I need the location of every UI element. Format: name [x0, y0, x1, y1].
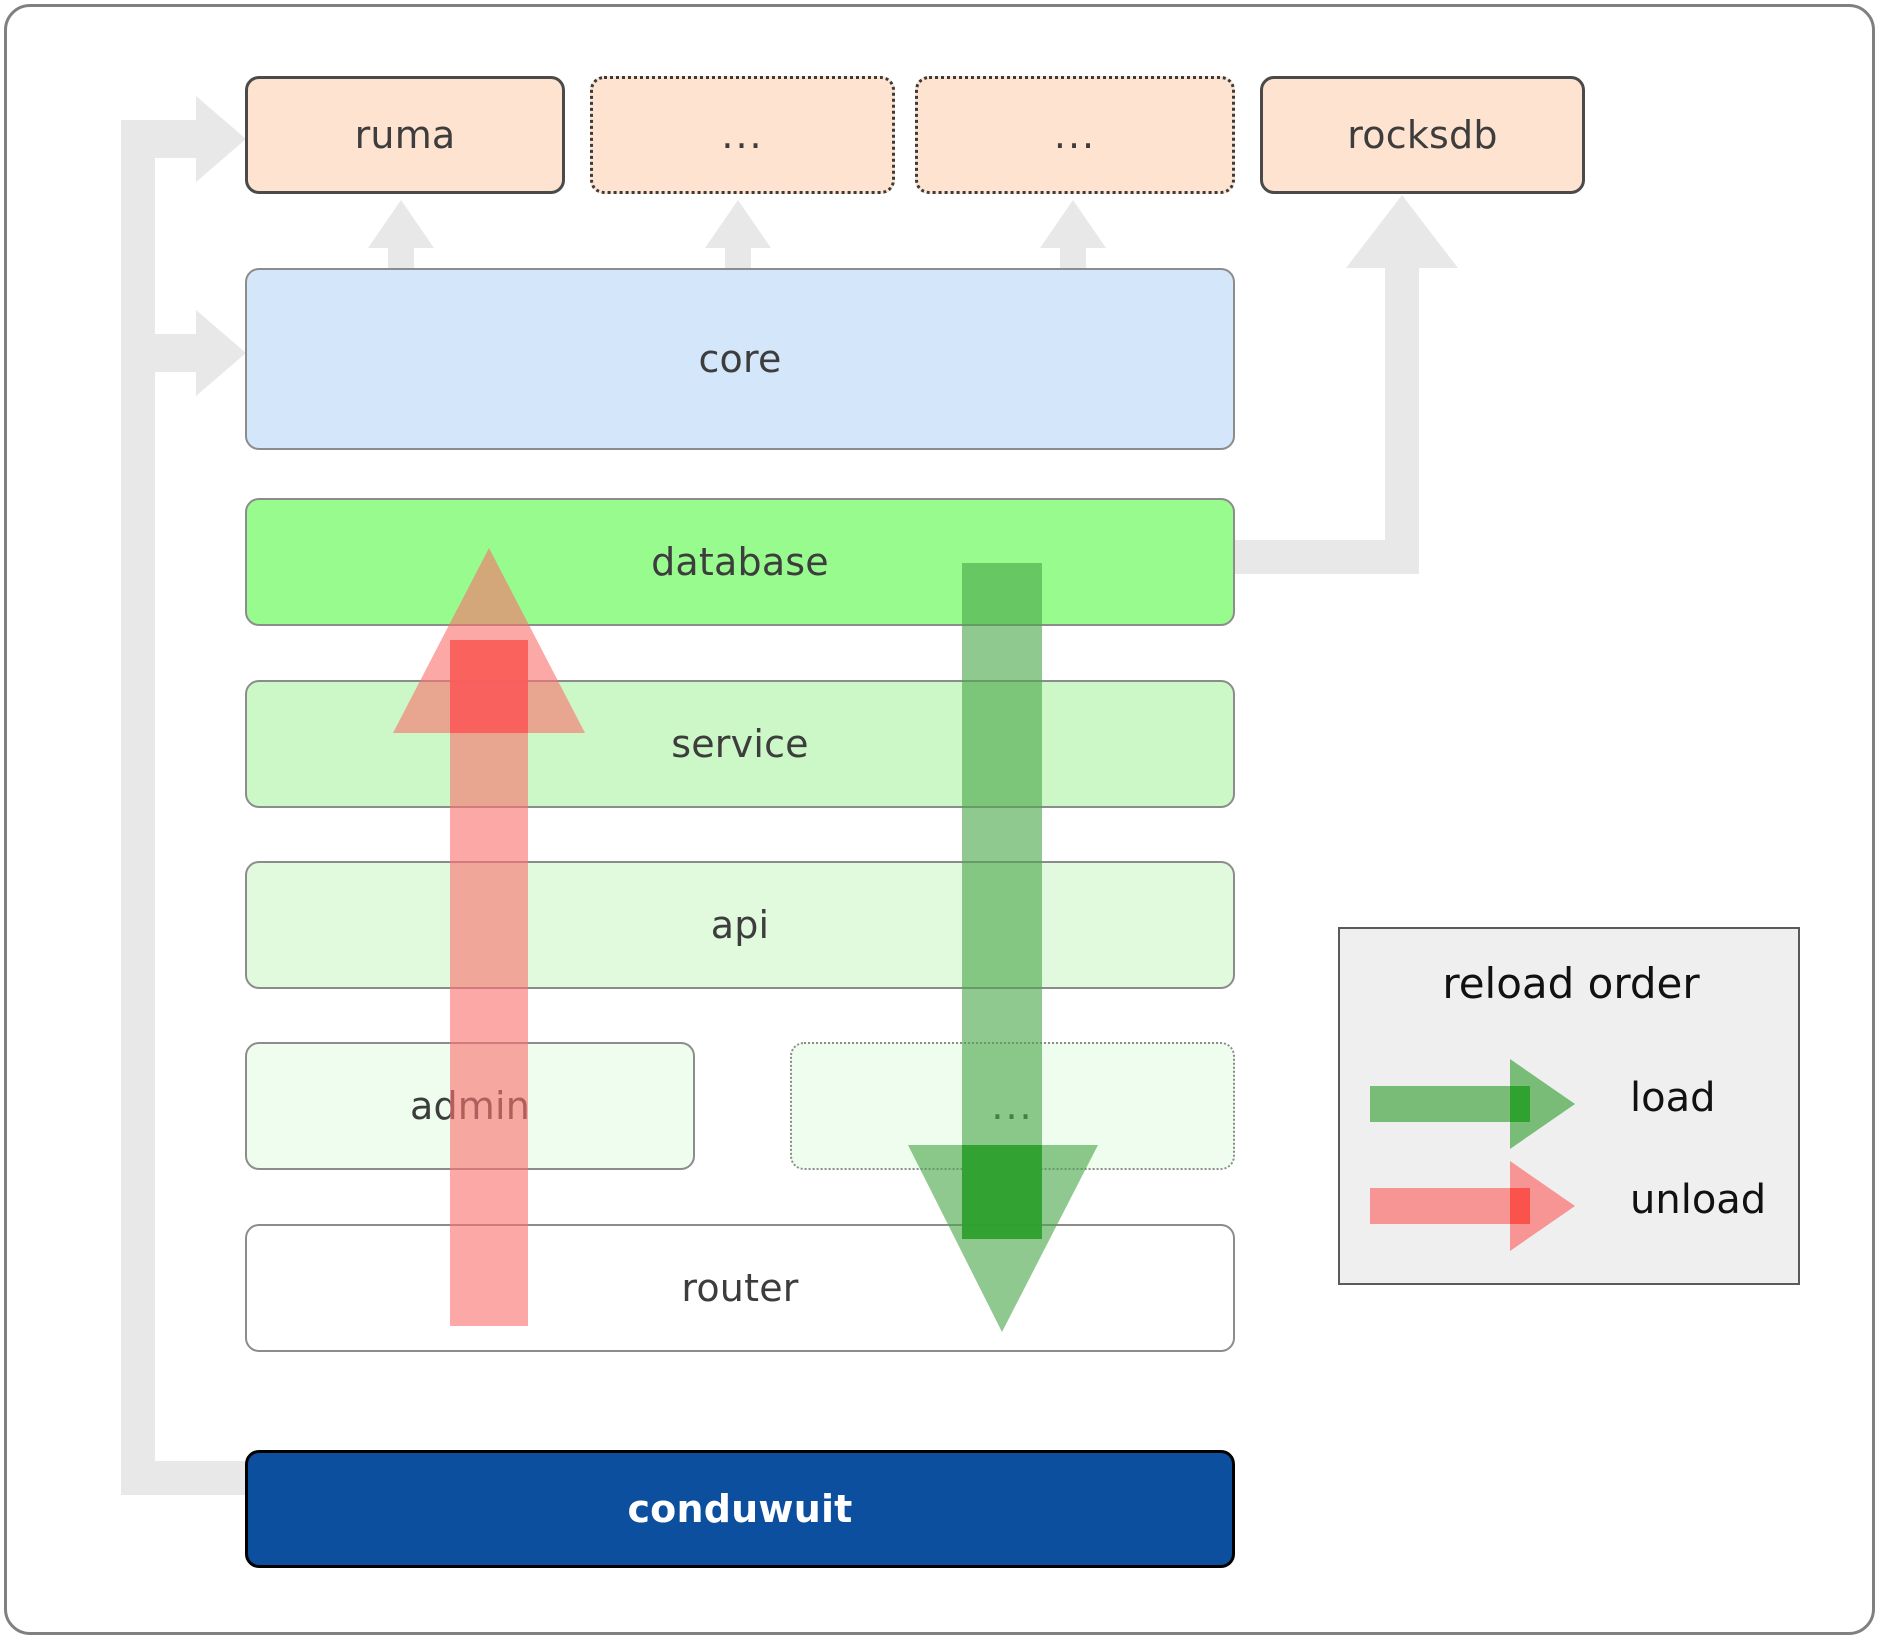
box-label: ruma — [354, 113, 456, 157]
box-label: admin — [409, 1084, 531, 1128]
legend-row-unload: unload — [1340, 1161, 1802, 1251]
box-label: router — [681, 1266, 799, 1310]
legend-title: reload order — [1442, 959, 1700, 1008]
box-label: api — [710, 903, 770, 947]
load-legend-arrow-icon — [1370, 1059, 1575, 1149]
box-database[interactable]: database — [245, 498, 1235, 626]
box-service[interactable]: service — [245, 680, 1235, 808]
box-label: ... — [1053, 112, 1097, 157]
box-api[interactable]: api — [245, 861, 1235, 989]
box-label: rocksdb — [1347, 113, 1498, 157]
box-admin-ellipsis[interactable]: ... — [790, 1042, 1235, 1170]
box-ruma[interactable]: ruma — [245, 76, 565, 194]
box-extern-ellipsis-1[interactable]: ... — [590, 76, 895, 194]
box-admin[interactable]: admin — [245, 1042, 695, 1170]
box-rocksdb[interactable]: rocksdb — [1260, 76, 1585, 194]
box-label: ... — [991, 1083, 1034, 1128]
box-label: service — [671, 722, 809, 766]
legend-label-unload: unload — [1630, 1177, 1767, 1223]
box-label: database — [651, 540, 829, 584]
box-label: core — [698, 337, 782, 381]
unload-legend-arrow-icon — [1370, 1161, 1575, 1251]
legend-label-load: load — [1630, 1075, 1716, 1121]
diagram-frame — [4, 4, 1875, 1635]
legend-panel: reload order load unload — [1338, 927, 1800, 1285]
box-router[interactable]: router — [245, 1224, 1235, 1352]
box-label: ... — [721, 112, 764, 157]
legend-row-load: load — [1340, 1059, 1802, 1149]
box-conduwuit[interactable]: conduwuit — [245, 1450, 1235, 1568]
box-extern-ellipsis-2[interactable]: ... — [915, 76, 1235, 194]
box-label: conduwuit — [627, 1487, 853, 1531]
box-core[interactable]: core — [245, 268, 1235, 450]
